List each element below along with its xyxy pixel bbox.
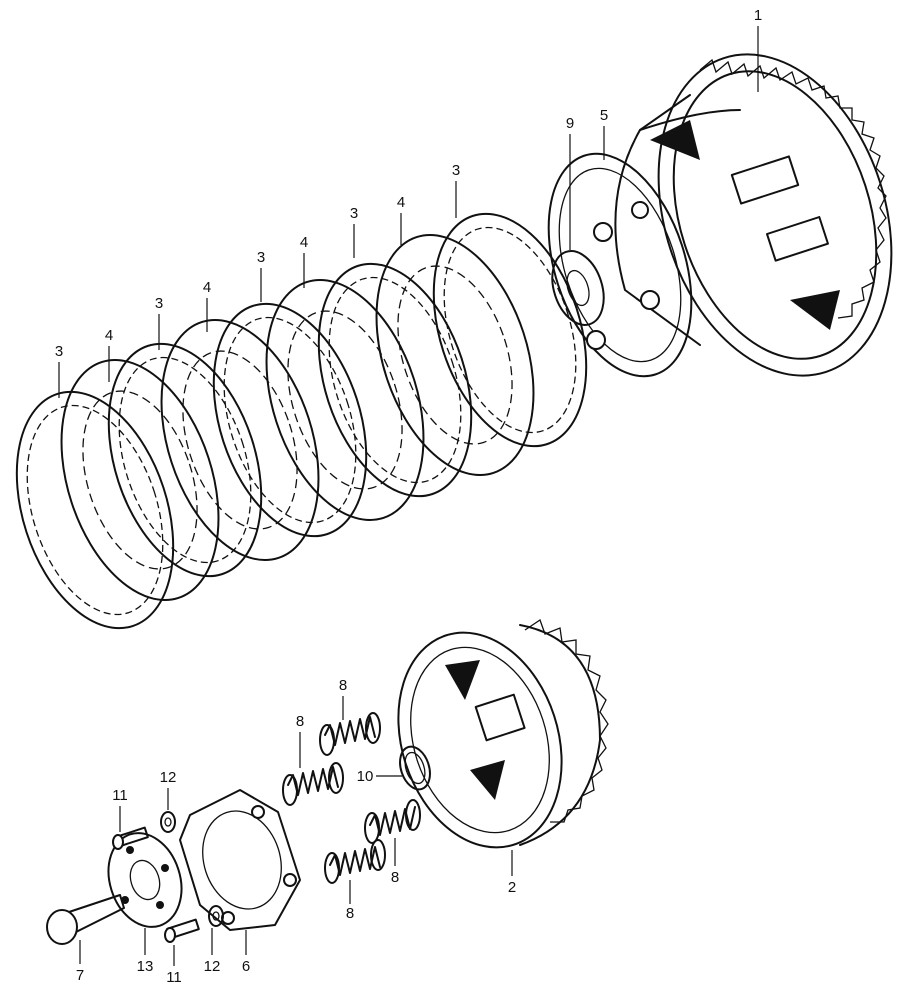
- svg-text:12: 12: [204, 958, 221, 975]
- friction-disc-1: [432, 212, 588, 448]
- svg-text:4: 4: [300, 234, 308, 251]
- callout-3e: 3: [55, 343, 63, 398]
- callout-6: 6: [242, 930, 250, 975]
- callout-9: 9: [566, 115, 574, 250]
- callout-4c: 4: [203, 279, 211, 332]
- friction-disc-2: [317, 262, 473, 498]
- callout-8c: 8: [391, 838, 399, 886]
- callout-1: 1: [754, 7, 762, 92]
- washer-upper: [160, 811, 176, 833]
- callout-11a: 11: [112, 787, 128, 832]
- callout-4b: 4: [300, 234, 308, 288]
- callout-3c: 3: [257, 249, 265, 302]
- callout-12a: 12: [160, 769, 177, 810]
- bolt-lower: [164, 918, 200, 943]
- svg-text:8: 8: [346, 905, 354, 922]
- splined-washer: [551, 250, 605, 326]
- callout-7: 7: [76, 940, 84, 984]
- callout-8a: 8: [339, 677, 347, 720]
- snap-ring: [399, 745, 431, 791]
- svg-text:3: 3: [155, 295, 163, 312]
- svg-text:1: 1: [754, 7, 762, 24]
- callout-8b: 8: [296, 713, 304, 768]
- callout-3d: 3: [155, 295, 163, 350]
- callout-8d: 8: [346, 880, 354, 922]
- clutch-center: [397, 618, 609, 849]
- svg-text:6: 6: [242, 958, 250, 975]
- clutch-spring-right: [364, 799, 421, 844]
- clutch-plate-2: [265, 278, 425, 522]
- bolt-upper: [112, 826, 149, 850]
- svg-text:11: 11: [112, 787, 128, 804]
- callout-11b: 11: [166, 945, 182, 986]
- svg-text:3: 3: [452, 162, 460, 179]
- svg-text:4: 4: [397, 194, 405, 211]
- callout-10: 10: [357, 768, 402, 785]
- svg-text:12: 12: [160, 769, 177, 786]
- svg-text:7: 7: [76, 967, 84, 984]
- clutch-outer-housing: [614, 53, 893, 377]
- svg-text:3: 3: [55, 343, 63, 360]
- clutch-spring-lower: [324, 839, 386, 884]
- friction-disc-4: [107, 342, 263, 578]
- svg-text:9: 9: [566, 115, 574, 132]
- svg-text:3: 3: [350, 205, 358, 222]
- svg-text:2: 2: [508, 879, 516, 896]
- callout-3b: 3: [350, 205, 358, 258]
- callout-12b: 12: [204, 928, 221, 975]
- svg-text:4: 4: [105, 327, 113, 344]
- svg-text:11: 11: [166, 969, 182, 986]
- callout-5: 5: [600, 107, 608, 160]
- friction-disc-3: [212, 302, 368, 538]
- callout-13: 13: [137, 928, 154, 975]
- lifter-rod: [46, 894, 125, 945]
- clutch-spring-left: [282, 762, 344, 806]
- svg-text:10: 10: [357, 768, 374, 785]
- washer-lower: [208, 905, 224, 927]
- svg-text:8: 8: [296, 713, 304, 730]
- callout-3a: 3: [452, 162, 460, 218]
- clutch-plate-4: [60, 358, 220, 602]
- svg-text:5: 5: [600, 107, 608, 124]
- callout-2: 2: [508, 850, 516, 896]
- svg-text:4: 4: [203, 279, 211, 296]
- callout-4d: 4: [105, 327, 113, 382]
- clutch-lifter-plate: [179, 789, 301, 931]
- clutch-spring-upper: [319, 712, 381, 756]
- svg-text:13: 13: [137, 958, 154, 975]
- callout-4a: 4: [397, 194, 405, 245]
- svg-text:8: 8: [391, 869, 399, 886]
- clutch-plate-3: [160, 318, 320, 562]
- clutch-pressure-plate: [547, 152, 693, 378]
- svg-text:8: 8: [339, 677, 347, 694]
- clutch-plate-1: [375, 233, 535, 477]
- svg-text:3: 3: [257, 249, 265, 266]
- lifter-bearing: [107, 832, 183, 928]
- friction-disc-5: [15, 390, 175, 630]
